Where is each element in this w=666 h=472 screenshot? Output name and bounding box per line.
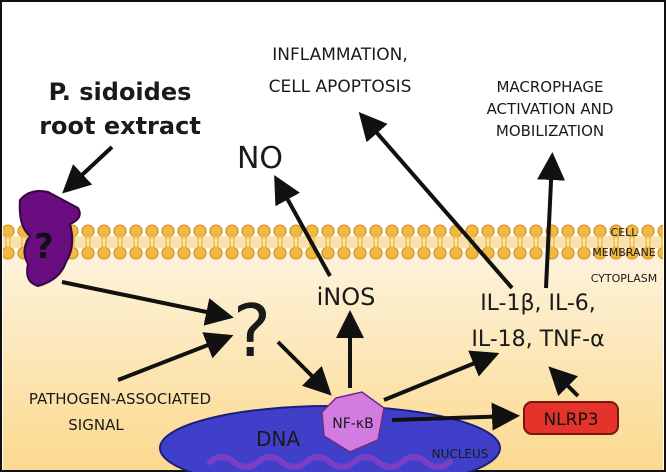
nfkb-shape — [321, 391, 385, 453]
no-label: NO — [237, 141, 283, 176]
nucleus-label: NUCLEUS — [432, 447, 489, 461]
inos-label: iNOS — [317, 283, 376, 311]
arrow-pathogen-to-question — [117, 332, 234, 382]
arrows — [61, 111, 580, 431]
arrow-cytokines-to-inflammation — [358, 111, 514, 290]
inflammation-label-line1: INFLAMMATION, — [272, 45, 408, 65]
receptor-icon — [18, 190, 81, 288]
arrow-extract-to-receptor — [62, 145, 114, 194]
macrophage-label-line1: MACROPHAGE — [496, 78, 603, 96]
arrow-inos-to-no — [274, 174, 332, 277]
nlrp3-box — [523, 401, 619, 435]
pathogen-label-line2: SIGNAL — [68, 416, 124, 434]
macrophage-label-line2: ACTIVATION AND — [487, 100, 614, 118]
dna-strand-icon — [207, 454, 453, 470]
arrow-cytokines-to-macrophage — [537, 152, 566, 289]
dna-label: DNA — [256, 427, 300, 451]
cell-membrane-label-line2: MEMBRANE — [592, 246, 655, 259]
pathogen-label-line1: PATHOGEN-ASSOCIATED — [29, 390, 211, 408]
inflammation-label-line2: CELL APOPTOSIS — [269, 77, 412, 97]
arrow-receptor-to-question — [61, 280, 234, 326]
extract-label-line2: root extract — [39, 112, 201, 140]
cytokines-label-line2: IL-18, TNF-α — [471, 327, 604, 352]
cytoplasm-label: CYTOPLASM — [591, 272, 658, 285]
arrow-nfkb-to-cytokines — [383, 350, 500, 402]
arrow-question-to-nfkb — [276, 340, 332, 396]
question-mark-unknown: ? — [233, 289, 271, 373]
nlrp3-label: NLRP3 — [543, 410, 598, 430]
arrow-nfkb-to-nlrp3 — [391, 402, 520, 431]
arrow-nlrp3-to-cytokines — [548, 366, 580, 398]
extract-label-line1: P. sidoides — [49, 78, 192, 106]
macrophage-label-line3: MOBILIZATION — [496, 122, 604, 140]
question-mark-receptor: ? — [34, 227, 54, 267]
cytokines-label-line1: IL-1β, IL-6, — [480, 291, 596, 316]
cell-membrane-label-line1: CELL — [611, 226, 639, 239]
nfkb-label: NF-κB — [332, 416, 373, 432]
